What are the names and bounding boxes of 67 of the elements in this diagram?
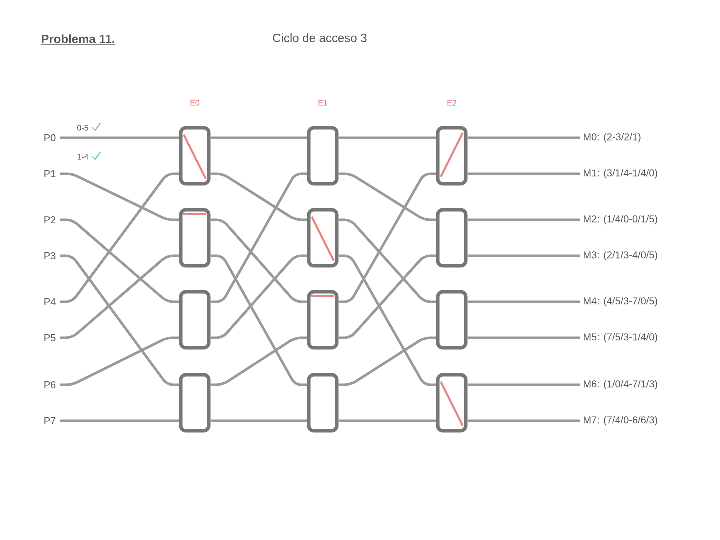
wire bbox=[338, 218, 436, 304]
wire bbox=[468, 300, 580, 304]
output-label: M4: (4/5/3-7/0/5) bbox=[584, 297, 658, 307]
wire bbox=[468, 420, 580, 422]
input-label: P6 bbox=[44, 381, 56, 389]
wire bbox=[60, 254, 180, 386]
switch-box bbox=[179, 373, 211, 433]
wire bbox=[60, 172, 180, 304]
wire bbox=[468, 218, 580, 222]
wire bbox=[60, 136, 180, 140]
wire bbox=[468, 136, 580, 140]
wire bbox=[210, 254, 308, 340]
wire bbox=[60, 172, 180, 222]
output-label: M3: (2/1/3-4/0/5) bbox=[584, 251, 658, 261]
input-label: P3 bbox=[44, 252, 56, 260]
switch-box bbox=[436, 373, 468, 433]
wire bbox=[210, 254, 308, 386]
wire bbox=[210, 172, 308, 304]
heading: Ciclo de acceso 3 bbox=[273, 34, 367, 42]
title: Problema 11. bbox=[41, 34, 116, 45]
input-label: P4 bbox=[44, 298, 56, 306]
column-heading: E2 bbox=[448, 100, 456, 106]
input-label: P0 bbox=[44, 134, 56, 142]
switch-box bbox=[179, 290, 211, 350]
output-label: M7: (7/4/0-6/6/3) bbox=[584, 416, 658, 426]
output-label: M1: (3/1/4-1/4/0) bbox=[584, 169, 658, 179]
column-heading: E0 bbox=[190, 100, 200, 106]
switch-box bbox=[179, 208, 211, 268]
wire bbox=[338, 336, 436, 386]
switch-box bbox=[436, 208, 468, 268]
wire bbox=[468, 336, 580, 340]
input-label: P5 bbox=[44, 334, 56, 342]
wire bbox=[60, 420, 180, 422]
wire bbox=[210, 420, 308, 422]
output-label: M5: (7/5/3-1/4/0) bbox=[584, 333, 658, 343]
wire bbox=[210, 172, 308, 222]
switch-box bbox=[307, 208, 339, 268]
wire bbox=[60, 254, 180, 340]
wire bbox=[338, 136, 436, 140]
wire bbox=[338, 172, 436, 222]
output-label: M6: (1/0/4-7/1/3) bbox=[584, 380, 658, 390]
input-label: P7 bbox=[44, 418, 56, 424]
output-label: M2: (1/4/0-0/1/5) bbox=[584, 215, 658, 225]
route-note: 1-4 bbox=[78, 154, 89, 160]
switch-box bbox=[436, 126, 468, 186]
wire bbox=[468, 172, 580, 176]
wire bbox=[210, 218, 308, 304]
wire bbox=[338, 420, 436, 422]
wire bbox=[210, 136, 308, 140]
column-heading: E1 bbox=[318, 100, 328, 106]
wire bbox=[60, 218, 180, 304]
output-label: M0: (2-3/2/1) bbox=[584, 133, 641, 143]
route-note: 0-5 bbox=[78, 125, 88, 131]
wire bbox=[338, 254, 436, 340]
wire bbox=[468, 254, 580, 258]
input-label: P2 bbox=[44, 216, 56, 224]
wire bbox=[210, 336, 308, 386]
switch-box bbox=[307, 126, 339, 186]
input-label: P1 bbox=[44, 170, 56, 178]
switch-box bbox=[179, 126, 211, 186]
wire bbox=[60, 336, 180, 386]
switch-box bbox=[307, 373, 339, 433]
wire bbox=[338, 254, 436, 386]
switch-box bbox=[307, 290, 339, 350]
wire bbox=[338, 172, 436, 304]
wire bbox=[468, 384, 580, 386]
switch-box bbox=[436, 290, 468, 350]
